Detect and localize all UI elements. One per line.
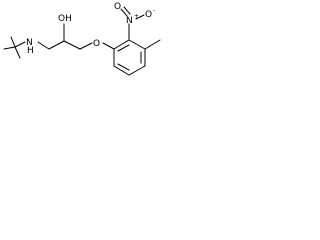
ring-double-bond-1 xyxy=(117,44,130,52)
nitrogen-to-ch2-bond xyxy=(37,41,50,50)
hydroxyl-label: OH xyxy=(58,14,72,24)
ring-double-bond-3 xyxy=(117,63,130,71)
ether-oxygen-label: O xyxy=(93,39,100,49)
ring-bond-5 xyxy=(113,65,130,76)
tbutyl-methyl-bond-top xyxy=(10,36,16,48)
ring-bond-4 xyxy=(128,65,146,76)
chemical-structure-diagram: N H OH O N + O O - xyxy=(0,0,173,81)
tbutyl-methyl-bond-left xyxy=(3,46,16,50)
nitro-plus-charge: + xyxy=(134,13,139,20)
molecule-svg: N H OH O N + O O - xyxy=(3,2,161,76)
tbutyl-to-nitrogen-bond xyxy=(14,41,26,48)
choh-to-ch2-bond xyxy=(63,40,81,50)
amine-hydrogen-label: H xyxy=(27,46,34,56)
nitro-minus-charge: - xyxy=(153,7,155,14)
nitro-oxygen-right-label: O xyxy=(145,10,152,20)
nitro-oxygen-top-bond-b xyxy=(123,6,131,15)
ch2-to-choh-bond xyxy=(48,40,65,50)
nitro-oxygen-top-label: O xyxy=(114,2,121,12)
ether-oxygen-to-ring-bond xyxy=(102,42,115,50)
ring-bond-1 xyxy=(113,39,130,50)
nitro-oxygen-top-bond-a xyxy=(120,8,128,17)
ring-bond-2 xyxy=(128,39,146,50)
nitro-oxygen-right-bond xyxy=(135,14,145,20)
amine-nitrogen-label: N xyxy=(26,38,33,48)
ring-methyl-bond xyxy=(144,39,161,50)
ch2-to-ether-oxygen-bond xyxy=(79,42,93,50)
nitro-nitrogen-label: N xyxy=(126,16,133,26)
tbutyl-methyl-bond-bottom xyxy=(14,46,21,59)
